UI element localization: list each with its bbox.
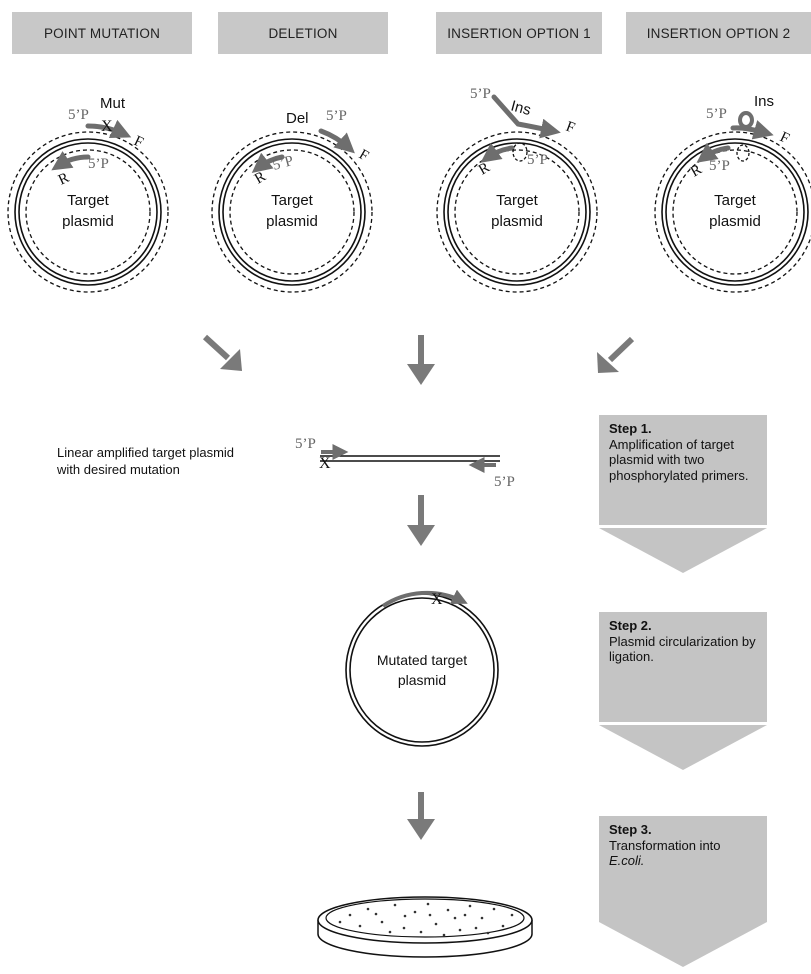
forward-primer (491, 94, 561, 139)
plasmid-label: plasmid (62, 213, 114, 230)
reverse-label: R (252, 169, 269, 188)
linear-plasmid (320, 444, 500, 473)
phospho-label: 5’P (295, 436, 316, 452)
phospho-label: 5’P (527, 152, 548, 168)
header-insertion-option-2: INSERTION OPTION 2 (626, 12, 811, 54)
step-3-chevron (599, 922, 767, 967)
phospho-label: 5’P (68, 107, 89, 123)
step-2-chevron (599, 725, 767, 770)
phospho-label: 5’P (709, 158, 730, 174)
insertion-loop (512, 142, 528, 162)
plasmid-label: Target (271, 192, 314, 209)
ligated-primer (381, 589, 468, 608)
plasmid-label: plasmid (266, 213, 318, 230)
arrow-from-point-mutation (202, 334, 242, 371)
arrow-down-2 (407, 792, 435, 840)
step-1-text: Amplification of target plasmid with two… (609, 436, 749, 483)
phospho-label: 5’P (271, 153, 295, 174)
header-insertion-option-1: INSERTION OPTION 1 (436, 12, 602, 54)
mutation-mark: X (431, 591, 443, 608)
insertion-loop-top (738, 111, 754, 129)
step-3-text: Transformation into (609, 837, 721, 853)
plasmid-label: Target (714, 192, 757, 209)
forward-primer (85, 119, 132, 139)
mutation-mark: X (101, 118, 113, 135)
arrow-from-insertions (597, 336, 635, 373)
step-1-chevron (599, 528, 767, 573)
reverse-primer (480, 142, 515, 163)
arrow-from-deletion (407, 335, 435, 385)
phospho-label: 5’P (326, 108, 347, 124)
insertion-label: Ins (754, 93, 774, 110)
deletion-label: Del (286, 110, 309, 127)
step-3-organism: E.coli. (609, 853, 645, 868)
step-2-box: Step 2. Plasmid circularization by ligat… (599, 612, 767, 722)
insertion-loop (736, 144, 750, 162)
plasmid-label: plasmid (709, 213, 761, 230)
phospho-label: 5’P (470, 86, 491, 102)
plasmid-label: Target (496, 192, 539, 209)
plasmid-label: Target (67, 192, 110, 209)
plasmid-insertion-option-1 (436, 94, 598, 293)
reverse-primer (696, 142, 731, 163)
plasmid-insertion-option-2 (654, 111, 811, 293)
petri-dish (317, 896, 533, 958)
forward-label: F (356, 147, 371, 165)
plasmid-label: plasmid (491, 213, 543, 230)
reverse-label: R (476, 160, 493, 179)
phospho-label: 5’P (88, 156, 109, 172)
mutation-mark: X (319, 455, 331, 472)
plasmid-deletion (211, 128, 373, 293)
mutated-plasmid (345, 589, 499, 747)
insertion-label: Ins (509, 97, 533, 119)
reverse-primer (51, 151, 91, 171)
arrow-down-1 (407, 495, 435, 546)
reverse-label: R (688, 162, 705, 181)
header-point-mutation: POINT MUTATION (12, 12, 192, 54)
mutated-label: plasmid (398, 672, 446, 688)
step-3-title: Step 3. (609, 822, 652, 837)
forward-label: F (564, 119, 577, 137)
phospho-label: 5’P (494, 474, 515, 490)
plasmid-point-mutation (7, 119, 169, 293)
forward-label: F (777, 129, 791, 147)
header-deletion: DELETION (218, 12, 388, 54)
reverse-label: R (56, 170, 72, 189)
step-1-title: Step 1. (609, 421, 652, 436)
forward-label: F (131, 133, 145, 151)
step-2-text: Plasmid circularization by ligation. (609, 633, 756, 665)
linear-plasmid-label: Linear amplified target plasmid with des… (57, 445, 235, 477)
phospho-label: 5’P (706, 106, 727, 122)
mutation-label: Mut (100, 95, 126, 112)
step-1-box: Step 1. Amplification of target plasmid … (599, 415, 767, 525)
mutated-label: Mutated target (377, 652, 467, 668)
step-3-box: Step 3. Transformation into E.coli. (599, 816, 767, 922)
forward-primer (318, 128, 355, 154)
step-2-title: Step 2. (609, 618, 652, 633)
reverse-primer (251, 152, 285, 173)
